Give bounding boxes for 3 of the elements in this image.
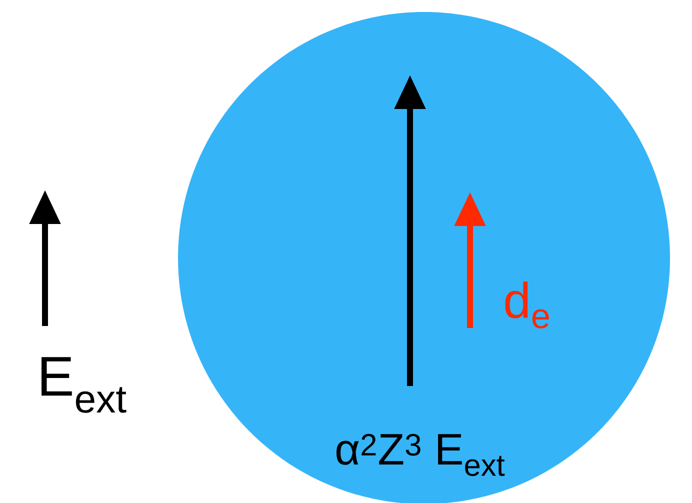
dipole-label: d$_{e}$: [505, 282, 549, 328]
formula-label: α$^{2}$Z$^{3}$ E$_{ext}$: [336, 434, 505, 476]
field-label: E$_{ext}$: [42, 357, 126, 413]
